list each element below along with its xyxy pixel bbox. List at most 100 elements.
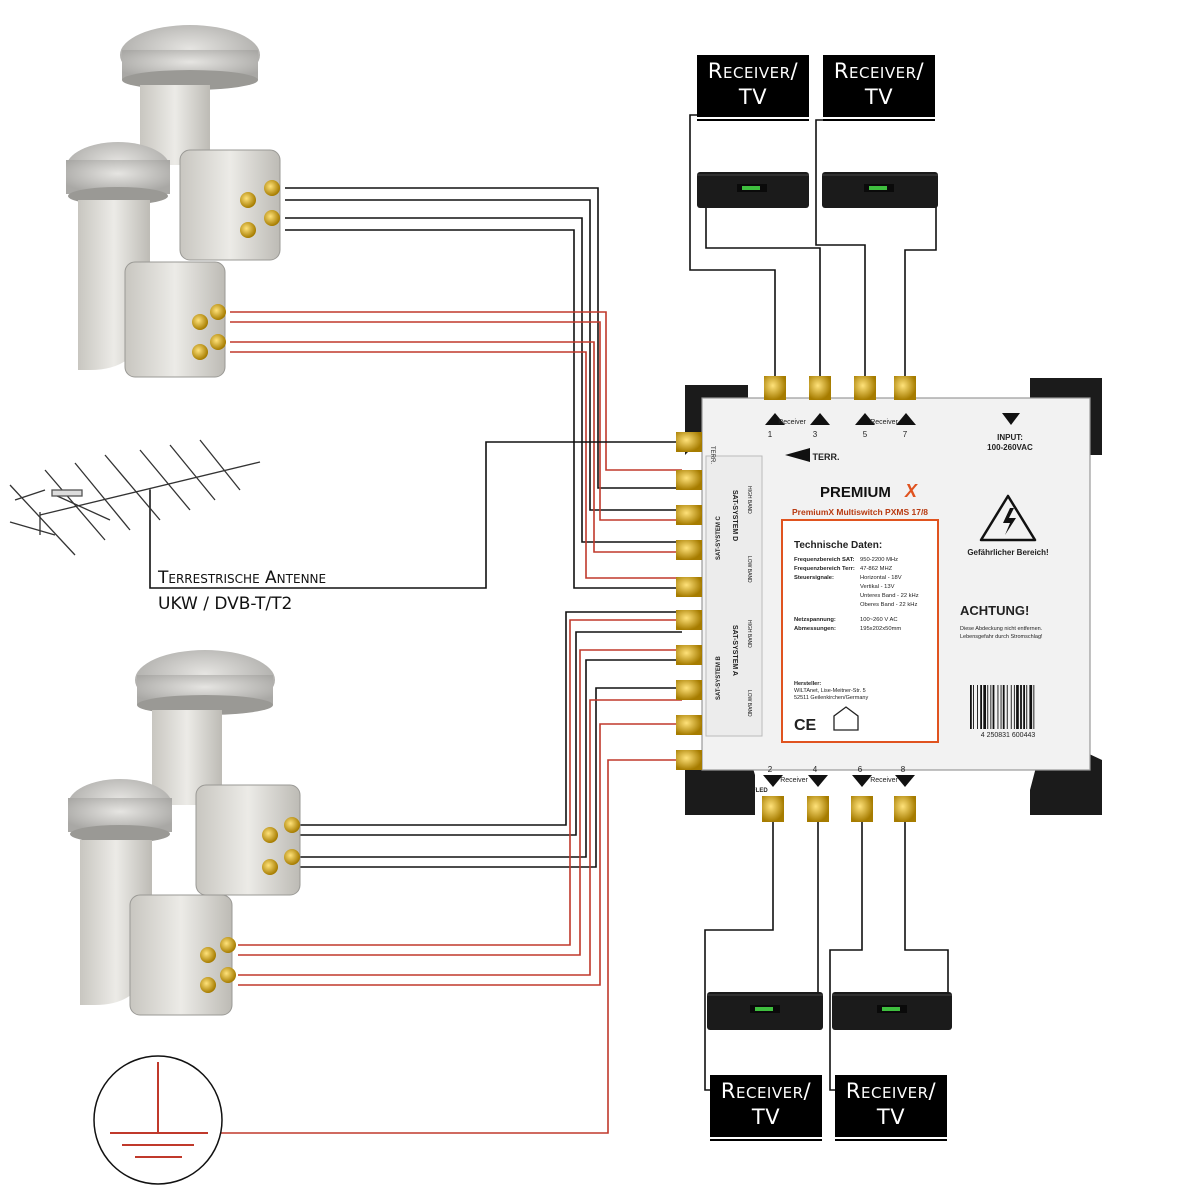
- barcode-bar: [990, 685, 992, 729]
- receiver-label-line1: Receiver/: [834, 59, 925, 83]
- receiver-wires-bottom: [704, 820, 949, 1091]
- receiver-tv-bottom-right: Receiver/ TV: [835, 1075, 947, 1141]
- barcode-bar: [1020, 685, 1022, 729]
- barcode-bar: [1000, 685, 1002, 729]
- barcode-bar: [983, 685, 986, 729]
- black-wires-bottom: [300, 611, 682, 868]
- barcode: [970, 685, 1035, 729]
- sat-system-a: SAT-SYSTEM A: [731, 625, 738, 676]
- red-wires-top: [230, 311, 682, 579]
- input-label: INPUT:: [997, 433, 1023, 442]
- barcode-bar: [973, 685, 974, 729]
- barcode-bar: [1006, 685, 1008, 729]
- receiver-label-line2: TV: [876, 1105, 905, 1129]
- antenna-label-line1: Terrestrische Antenne: [157, 568, 326, 588]
- receiver-text-top: Receiver: [778, 419, 806, 426]
- barcode-bar: [992, 685, 995, 729]
- tech-row-value: 195x202x50mm: [860, 626, 901, 632]
- barcode-bar: [1023, 685, 1025, 729]
- receiver-tv-top-right: Receiver/ TV: [823, 55, 935, 121]
- antenna-label-line2: UKW / DVB-T/T2: [158, 594, 292, 614]
- barcode-bar: [1029, 685, 1033, 729]
- receiver-label-line2: TV: [864, 85, 893, 109]
- barcode-bar: [970, 685, 972, 729]
- barcode-number: 4 250831 600443: [981, 732, 1036, 739]
- set-top-box-icon: [707, 992, 823, 1030]
- receiver-label-line1: Receiver/: [846, 1079, 937, 1103]
- achtung-text1: Diese Abdeckung nicht entfernen.: [960, 626, 1043, 632]
- port-4: 4: [813, 765, 818, 774]
- set-top-boxes: [697, 172, 952, 1030]
- low-band-label: LOW BAND: [746, 690, 752, 717]
- sat-system-d: SAT-SYSTEM D: [731, 490, 738, 541]
- port-6: 6: [858, 765, 863, 774]
- tech-row-value: Horizontal - 18V: [860, 575, 902, 581]
- multiswitch-device: 1 3 5 7 Receiver Receiver INPUT: 100-260…: [676, 376, 1102, 822]
- barcode-bar: [980, 685, 982, 729]
- barcode-bar: [1010, 685, 1012, 729]
- tech-data-rows: Frequenzbereich SAT:950-2200 MHzFrequenz…: [794, 557, 919, 632]
- receiver-wires-top: [689, 114, 937, 380]
- set-top-box-icon: [832, 992, 952, 1030]
- barcode-bar: [987, 685, 989, 729]
- ce-mark: CE: [794, 717, 817, 734]
- receiver-label-line2: TV: [738, 85, 767, 109]
- input-arrow-icon: [1002, 413, 1020, 425]
- f-connectors-left: [676, 432, 702, 770]
- port-8: 8: [901, 765, 906, 774]
- house-icon: [833, 706, 859, 731]
- high-band-label: HIGH BAND: [746, 620, 752, 648]
- warning-title: Gefährlicher Bereich!: [967, 548, 1048, 557]
- low-band-label: LOW BAND: [746, 556, 752, 583]
- receiver-tv-top-left: Receiver/ TV: [697, 55, 809, 121]
- terr-side-label: TERR.: [709, 446, 715, 464]
- hersteller-line2: 52511 Geilenkirchen/Germany: [794, 695, 868, 701]
- hersteller-line1: WILTAnet, Lise-Meitner-Str. 5: [794, 688, 866, 694]
- tech-row-value: 47-862 MHZ: [860, 566, 893, 572]
- port-1: 1: [768, 430, 773, 439]
- port-5: 5: [863, 430, 868, 439]
- barcode-bar: [1002, 685, 1005, 729]
- set-top-box-icon: [697, 172, 809, 208]
- tech-row-value: 100~260 V AC: [860, 617, 898, 623]
- wires: [149, 114, 949, 1134]
- hersteller-label: Hersteller:: [794, 681, 821, 687]
- model-name: PremiumX Multiswitch PXMS 17/8: [792, 507, 928, 517]
- black-wires-top: [285, 187, 682, 589]
- f-connectors-bottom: [762, 796, 916, 822]
- yagi-antenna-icon: [9, 439, 261, 556]
- receiver-text-bottom: Receiver: [780, 777, 808, 784]
- tech-row-value: Oberes Band - 22 kHz: [860, 602, 917, 608]
- terr-arrow-icon: [785, 448, 810, 462]
- receiver-label-line1: Receiver/: [708, 59, 799, 83]
- high-band-label: HIGH BAND: [746, 486, 752, 514]
- port-3: 3: [813, 430, 818, 439]
- tech-row-value: 950-2200 MHz: [860, 557, 898, 563]
- achtung-text2: Lebensgefahr durch Stromschlag!: [960, 634, 1043, 640]
- receiver-label-line1: Receiver/: [721, 1079, 812, 1103]
- barcode-bar: [1026, 685, 1028, 729]
- barcode-bar: [1016, 685, 1019, 729]
- lnb-twin-top: [66, 25, 281, 378]
- sat-system-b: SAT-SYSTEM B: [716, 655, 722, 700]
- tech-row-key: Frequenzbereich SAT:: [794, 557, 855, 563]
- fled-label: FLED: [752, 788, 768, 794]
- port-7: 7: [903, 430, 908, 439]
- bottom-receiver-arrows: [763, 775, 915, 787]
- terrestrial-wire: [149, 441, 682, 589]
- f-connectors-top: [764, 376, 916, 400]
- tech-title: Technische Daten:: [794, 540, 882, 551]
- tech-row-value: Vertikal - 13V: [860, 584, 895, 590]
- terr-label: TERR.: [813, 452, 840, 462]
- input-value: 100-260VAC: [987, 443, 1033, 452]
- tech-row-key: Abmessungen:: [794, 626, 836, 632]
- receiver-label-line2: TV: [751, 1105, 780, 1129]
- receiver-text-top: Receiver: [870, 419, 898, 426]
- tech-row-key: Netzspannung:: [794, 617, 836, 623]
- high-voltage-warning-icon: [979, 494, 1037, 542]
- barcode-bar: [997, 685, 999, 729]
- barcode-bar: [1033, 685, 1035, 729]
- achtung-title: ACHTUNG!: [960, 603, 1029, 618]
- port-2: 2: [768, 765, 773, 774]
- barcode-bar: [1013, 685, 1015, 729]
